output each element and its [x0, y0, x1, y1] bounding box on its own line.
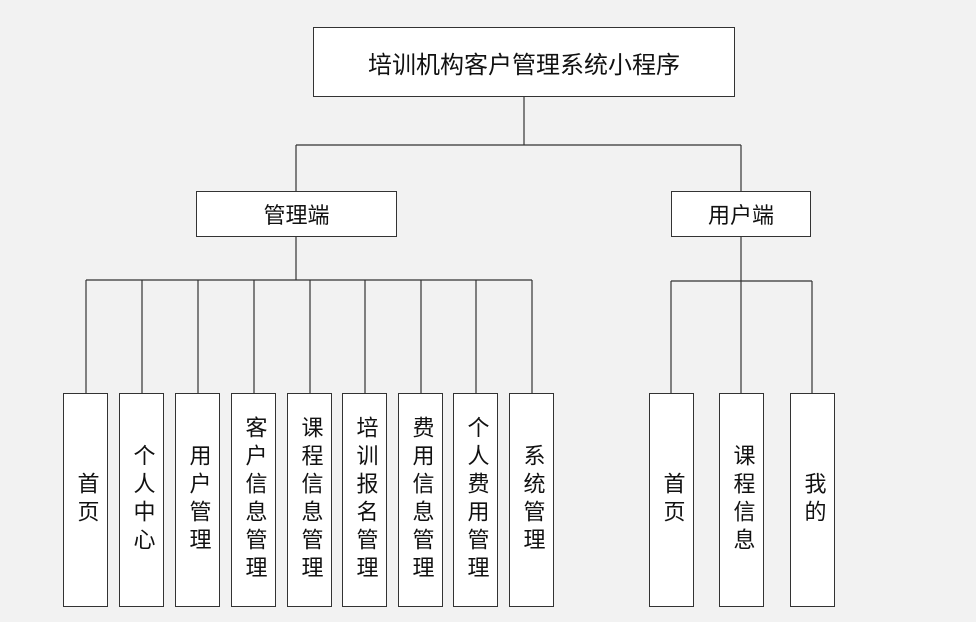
root-label: 培训机构客户管理系统小程序: [368, 50, 680, 79]
leaf-node: 用户管理: [175, 393, 220, 607]
leaf-label: 课程信息管理: [297, 416, 323, 584]
leaf-label: 培训报名管理: [352, 416, 378, 584]
leaf-label: 课程信息: [729, 444, 755, 556]
leaf-node: 首页: [649, 393, 694, 607]
leaf-label: 我的: [800, 472, 826, 528]
leaf-node: 系统管理: [509, 393, 554, 607]
leaf-label: 首页: [659, 472, 685, 528]
leaf-node: 个人费用管理: [453, 393, 498, 607]
branch-node-user: 用户端: [671, 191, 811, 237]
leaf-node: 培训报名管理: [342, 393, 387, 607]
leaf-node: 费用信息管理: [398, 393, 443, 607]
leaf-node: 课程信息: [719, 393, 764, 607]
leaf-node: 首页: [63, 393, 108, 607]
root-node: 培训机构客户管理系统小程序: [313, 27, 735, 97]
branch-label: 管理端: [263, 204, 330, 229]
leaf-node: 客户信息管理: [231, 393, 276, 607]
leaf-label: 个人中心: [129, 444, 155, 556]
leaf-label: 客户信息管理: [241, 416, 267, 584]
leaf-label: 系统管理: [519, 444, 545, 556]
leaf-label: 费用信息管理: [408, 416, 434, 584]
leaf-node: 我的: [790, 393, 835, 607]
leaf-node: 个人中心: [119, 393, 164, 607]
leaf-node: 课程信息管理: [287, 393, 332, 607]
leaf-label: 用户管理: [185, 444, 211, 556]
leaf-label: 首页: [73, 472, 99, 528]
branch-node-admin: 管理端: [196, 191, 397, 237]
branch-label: 用户端: [707, 204, 774, 229]
leaf-label: 个人费用管理: [463, 416, 489, 584]
